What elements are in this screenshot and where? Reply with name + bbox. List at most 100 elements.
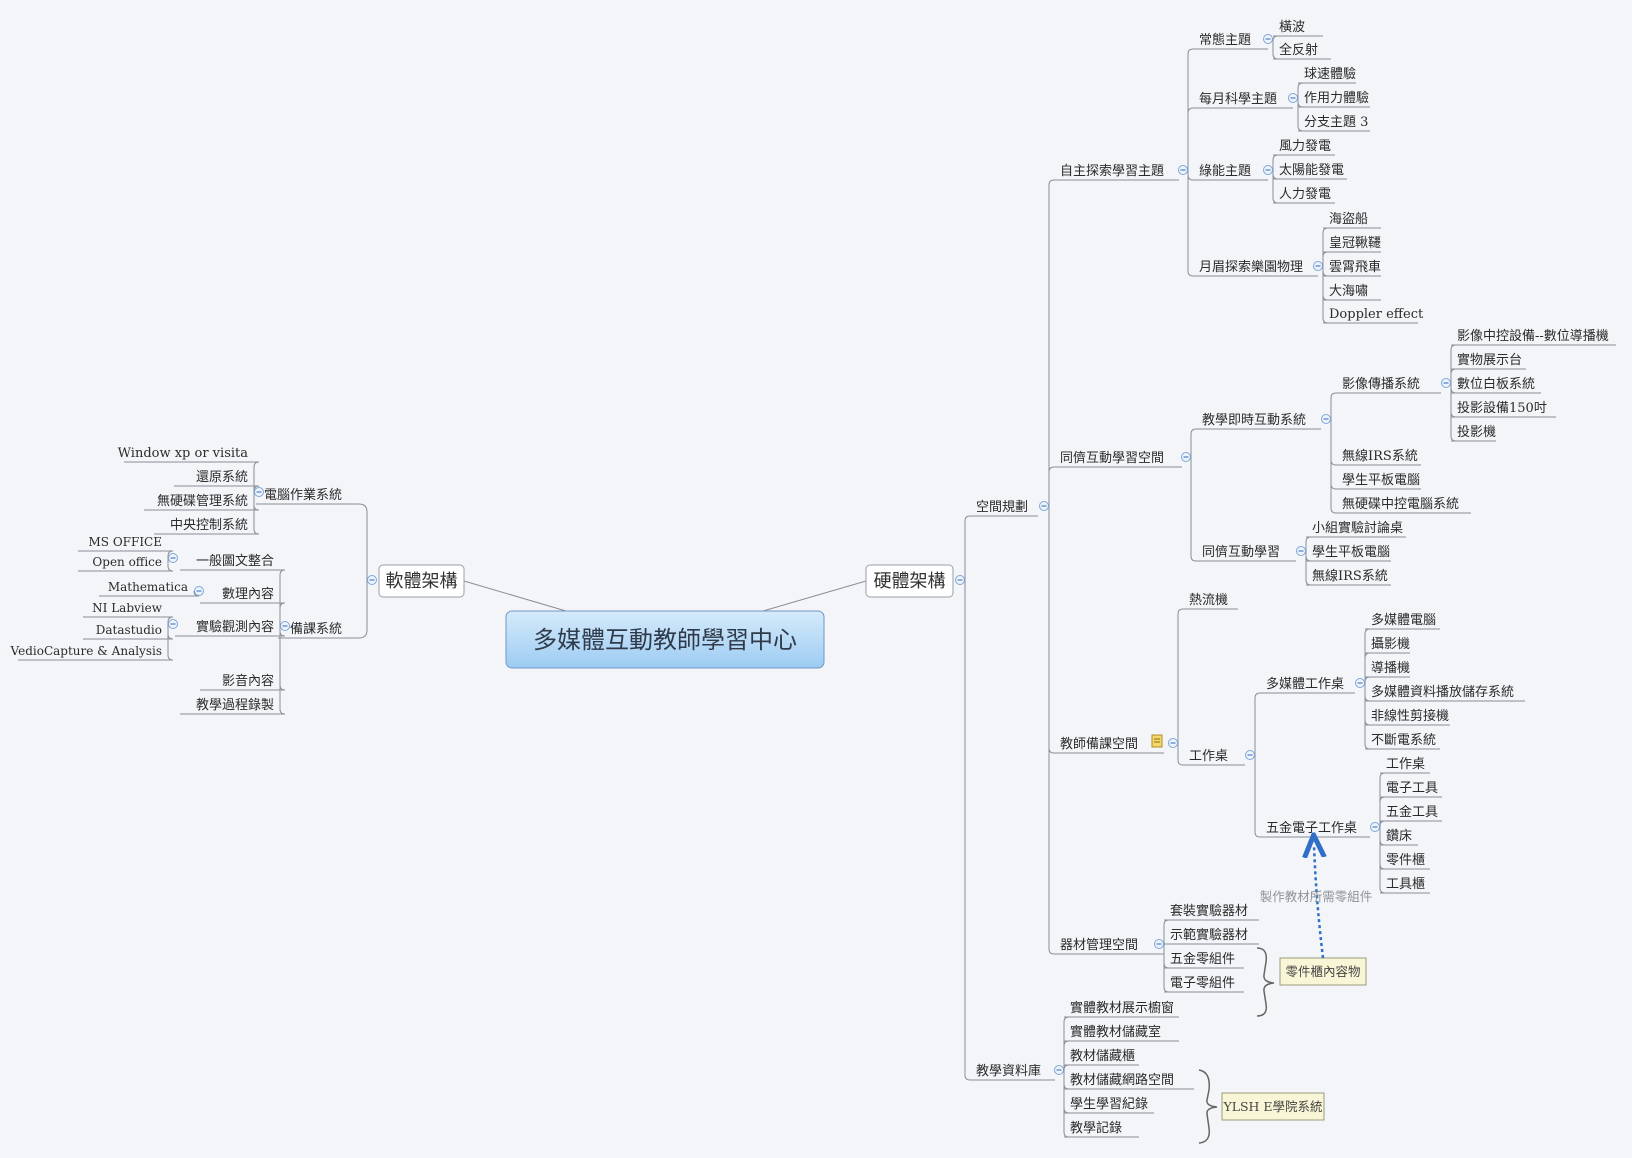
os-item-item[interactable]: 還原系統 — [174, 470, 254, 487]
theme-leaf-1-0[interactable]: 球速體驗 — [1298, 67, 1356, 84]
theme-1[interactable]: 每月科學主題 — [1193, 91, 1293, 109]
interaction-item-1[interactable]: 無線IRS系統 — [1336, 448, 1421, 466]
workbench-leaf-1-1[interactable]: 電子工具 — [1380, 781, 1442, 798]
theme-leaf-3-2[interactable]: 雲霄飛車 — [1323, 260, 1381, 277]
interaction-item-0[interactable]: 影像傳播系統 — [1336, 377, 1441, 394]
workbench-leaf-1-4[interactable]: 零件櫃 — [1380, 853, 1430, 870]
collapse-toggle-icon[interactable] — [1370, 822, 1380, 832]
collapse-toggle-icon[interactable] — [168, 553, 178, 563]
video-item-1[interactable]: 實物展示台 — [1451, 352, 1526, 370]
software-leaf-datastudio[interactable]: Datastudio — [83, 623, 168, 640]
theme-2[interactable]: 綠能主題 — [1193, 164, 1268, 181]
realtime-interaction-node[interactable]: 教學即時互動系統 — [1196, 412, 1321, 430]
database-leaf-5[interactable]: 教學記錄 — [1064, 1120, 1139, 1138]
video-item-3[interactable]: 投影設備150吋 — [1451, 400, 1556, 418]
peer-learning-leaf-0[interactable]: 小組實驗討論桌 — [1306, 520, 1406, 538]
collapse-toggle-icon[interactable] — [1178, 165, 1188, 175]
theme-leaf-1-1[interactable]: 作用力體驗 — [1298, 91, 1370, 108]
theme-3[interactable]: 月眉探索樂園物理 — [1193, 259, 1318, 277]
workbench-leaf-1-3[interactable]: 鑽床 — [1380, 828, 1418, 846]
software-leaf-ni-labview[interactable]: NI Labview — [83, 601, 168, 618]
theme-0[interactable]: 常態主題 — [1193, 32, 1268, 50]
workbench-node[interactable]: 工作桌 — [1183, 749, 1245, 766]
video-item-4[interactable]: 投影機 — [1451, 424, 1496, 442]
theme-leaf-3-3[interactable]: 大海嘯 — [1323, 284, 1381, 301]
note-icon[interactable] — [1151, 734, 1163, 748]
workbench-leaf-0-4[interactable]: 非線性剪接機 — [1365, 708, 1450, 726]
peer-learning-leaf-1[interactable]: 學生平板電腦 — [1306, 545, 1391, 562]
workbench-1[interactable]: 五金電子工作桌 — [1260, 820, 1370, 838]
interaction-item-3[interactable]: 無硬碟中控電腦系統 — [1336, 497, 1471, 514]
collapse-toggle-icon[interactable] — [1288, 93, 1298, 103]
workbench-leaf-0-2[interactable]: 導播機 — [1365, 661, 1410, 678]
teaching-database-node[interactable]: 教學資料庫 — [970, 1063, 1055, 1081]
prep-item-1[interactable]: 數理內容 — [200, 586, 280, 604]
software-leaf-mathematica[interactable]: Mathematica — [99, 580, 194, 597]
theme-leaf-0-1[interactable]: 全反射 — [1273, 42, 1331, 60]
collapse-toggle-icon[interactable] — [1355, 678, 1365, 688]
software-leaf-vediocapture-analysis[interactable]: VedioCapture & Analysis — [10, 644, 168, 661]
central-topic[interactable]: 多媒體互動教師學習中心 — [505, 610, 825, 669]
interaction-item-2[interactable]: 學生平板電腦 — [1336, 473, 1421, 490]
theme-leaf-3-0[interactable]: 海盜船 — [1323, 212, 1381, 229]
collapse-toggle-icon[interactable] — [1441, 378, 1451, 388]
collapse-toggle-icon[interactable] — [280, 621, 290, 631]
database-leaf-2[interactable]: 教材儲藏櫃 — [1064, 1048, 1139, 1066]
prep-item-2[interactable]: 實驗觀測內容 — [175, 619, 280, 637]
workbench-leaf-0-0[interactable]: 多媒體電腦 — [1365, 612, 1440, 630]
equipment-leaf-2[interactable]: 五金零組件 — [1164, 951, 1244, 969]
lesson-prep-system-node[interactable]: 備課系統 — [278, 621, 348, 639]
collapse-toggle-icon[interactable] — [1313, 261, 1323, 271]
collapse-toggle-icon[interactable] — [194, 586, 204, 596]
hardware-collapse-icon[interactable] — [955, 575, 965, 585]
prep-item-3[interactable]: 影音內容 — [200, 673, 280, 691]
space-planning-node[interactable]: 空間規劃 — [970, 500, 1038, 517]
collapse-toggle-icon[interactable] — [1321, 414, 1331, 424]
database-leaf-3[interactable]: 教材儲藏網路空間 — [1064, 1072, 1194, 1090]
equipment-leaf-0[interactable]: 套裝實驗器材 — [1164, 903, 1259, 921]
theme-leaf-1-2[interactable]: 分支主題 3 — [1298, 115, 1370, 132]
theme-leaf-3-1[interactable]: 皇冠鞦韆 — [1323, 236, 1381, 253]
theme-leaf-2-2[interactable]: 人力發電 — [1273, 187, 1335, 204]
collapse-toggle-icon[interactable] — [1296, 546, 1306, 556]
software-collapse-icon[interactable] — [367, 575, 377, 585]
prep-item-0[interactable]: 一般圖文整合 — [180, 553, 280, 571]
space-area-3[interactable]: 器材管理空間 — [1054, 938, 1164, 955]
collapse-toggle-icon[interactable] — [1181, 452, 1191, 462]
peer-learning-leaf-2[interactable]: 無線IRS系統 — [1306, 568, 1391, 586]
workbench-leaf-1-2[interactable]: 五金工具 — [1380, 804, 1442, 822]
software-leaf-ms-office[interactable]: MS OFFICE — [78, 535, 168, 552]
collapse-toggle-icon[interactable] — [254, 487, 264, 497]
collapse-toggle-icon[interactable] — [1245, 750, 1255, 760]
collapse-toggle-icon[interactable] — [1263, 165, 1273, 175]
computer-os-node[interactable]: 電腦作業系統 — [256, 487, 348, 505]
software-leaf-open-office[interactable]: Open office — [78, 555, 168, 572]
collapse-toggle-icon[interactable] — [1039, 501, 1049, 511]
equipment-leaf-3[interactable]: 電子零組件 — [1164, 976, 1244, 993]
space-area-1[interactable]: 同儕互動學習空間 — [1054, 450, 1182, 468]
os-item-item[interactable]: 中央控制系統 — [154, 518, 254, 535]
space-area-2[interactable]: 教師備課空間 — [1054, 736, 1164, 754]
workbench-0[interactable]: 多媒體工作桌 — [1260, 676, 1355, 694]
peer-learning-node[interactable]: 同儕互動學習 — [1196, 544, 1296, 562]
software-architecture-node[interactable]: 軟體架構 — [378, 564, 465, 598]
collapse-toggle-icon[interactable] — [168, 619, 178, 629]
database-leaf-0[interactable]: 實體教材展示櫥窗 — [1064, 1000, 1179, 1018]
parts-cabinet-callout[interactable]: 零件櫃內容物 — [1279, 957, 1367, 986]
ylsh-system-callout[interactable]: YLSH E學院系統 — [1221, 1092, 1325, 1121]
collapse-toggle-icon[interactable] — [1263, 34, 1273, 44]
equipment-leaf-1[interactable]: 示範實驗器材 — [1164, 927, 1259, 945]
theme-leaf-3-4[interactable]: Doppler effect — [1323, 307, 1424, 324]
theme-leaf-2-1[interactable]: 太陽能發電 — [1273, 163, 1347, 180]
workbench-leaf-1-5[interactable]: 工具櫃 — [1380, 877, 1430, 894]
heat-flow-machine-node[interactable]: 熱流機 — [1183, 593, 1238, 610]
workbench-leaf-0-5[interactable]: 不斷電系統 — [1365, 733, 1440, 750]
database-leaf-1[interactable]: 實體教材儲藏室 — [1064, 1024, 1179, 1042]
os-item-window-xp-or-visita[interactable]: Window xp or visita — [118, 446, 254, 463]
workbench-leaf-0-3[interactable]: 多媒體資料播放儲存系統 — [1365, 684, 1525, 702]
space-area-0[interactable]: 自主探索學習主題 — [1054, 164, 1179, 181]
workbench-leaf-0-1[interactable]: 攝影機 — [1365, 636, 1410, 654]
hardware-architecture-node[interactable]: 硬體架構 — [865, 564, 954, 598]
relationship-arrow[interactable] — [1314, 845, 1323, 959]
video-item-0[interactable]: 影像中控設備--數位導播機 — [1451, 328, 1616, 346]
